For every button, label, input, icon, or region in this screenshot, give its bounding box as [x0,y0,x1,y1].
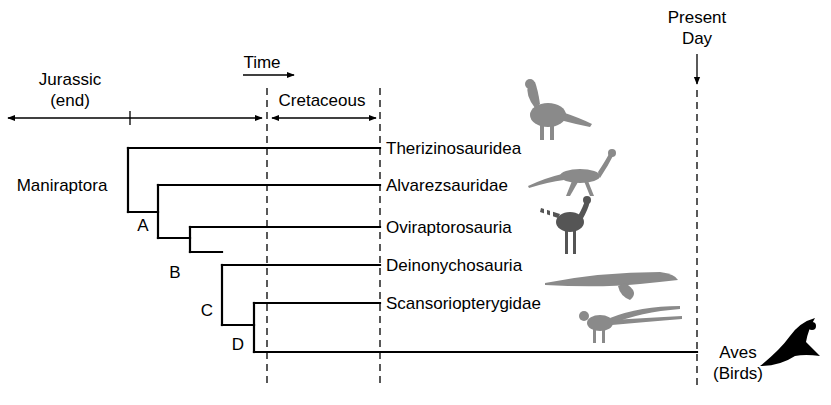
branch [253,303,255,352]
time-arrow [243,74,294,75]
taxon-label: Scansoriopterygidae [386,293,541,314]
taxon-label: Aves (Birds) [713,342,763,384]
oviraptor-icon [540,196,591,254]
clade-label: Maniraptora [17,175,108,196]
alvarezsaur-icon [528,149,616,196]
node-letter: C [201,300,213,321]
taxon-label: Alvarezsauridae [386,175,508,196]
scansoriopterygid-icon [579,306,682,343]
branch [158,184,380,186]
boundary-line [379,88,380,385]
deinonychosaur-icon [545,272,678,300]
axis-label: Time [243,52,280,73]
taxon-label: Therizinosauridea [386,138,521,159]
tick [129,111,130,125]
present-line [696,90,697,385]
boundary-line [266,88,267,385]
branch [128,211,158,213]
therizinosaur-icon [525,79,592,140]
branch [190,226,380,228]
node-letter: D [232,334,244,355]
taxon-label: Deinonychosauria [386,255,522,276]
branch [190,251,222,253]
branch [157,185,159,238]
branch [254,351,697,353]
period-label: Present Day [668,7,727,49]
branch [222,264,380,266]
cretaceous-span [272,117,376,118]
node-letter: B [169,262,180,283]
period-label: Cretaceous [279,90,366,111]
present-arrow [696,54,697,84]
branch [221,265,223,325]
tree [128,148,697,352]
branch [222,324,254,326]
period-label: Jurassic (end) [39,69,101,111]
bird-icon [760,318,820,366]
node-letter: A [137,215,148,236]
taxon-label: Oviraptorosauria [386,217,512,238]
branch [158,237,190,239]
branch [189,227,191,252]
branch [128,147,380,149]
jurassic-span [8,117,262,118]
branch [127,148,129,212]
branch [254,302,380,304]
